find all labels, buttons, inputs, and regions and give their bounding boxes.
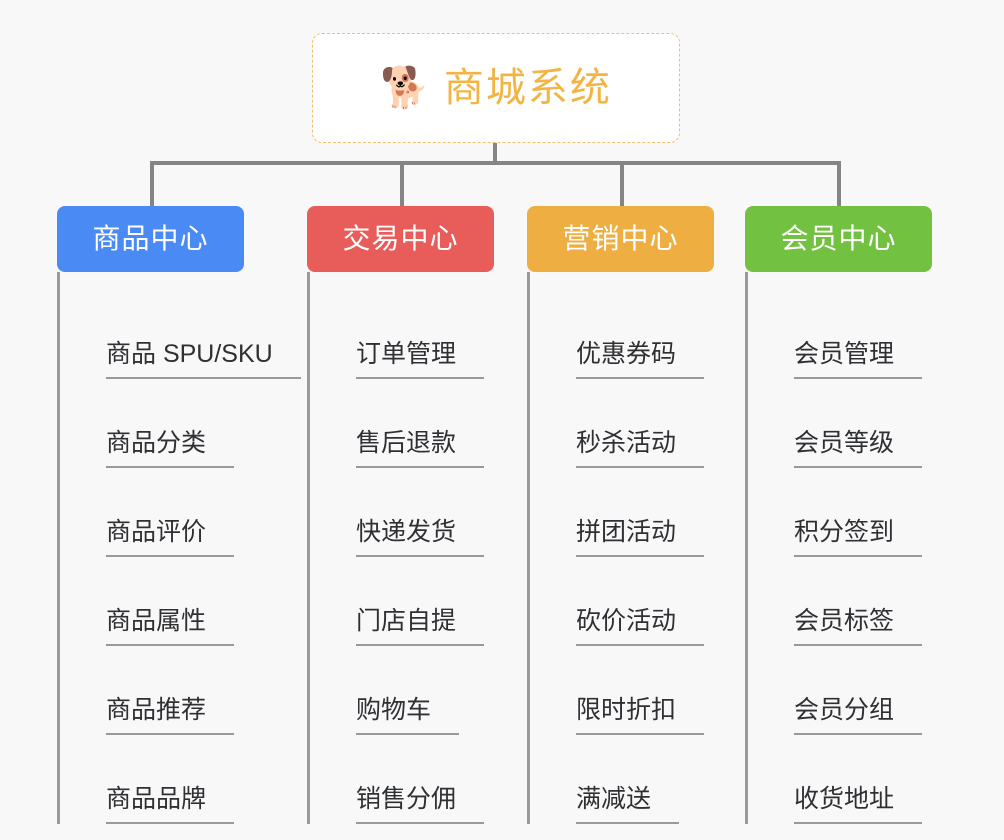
list-item[interactable]: 订单管理 (326, 290, 547, 379)
list-item-label: 商品推荐 (106, 695, 235, 735)
list-item[interactable]: 限时折扣 (546, 646, 767, 735)
list-item-label: 商品品牌 (106, 784, 235, 824)
category-label: 会员中心 (780, 223, 897, 254)
list-item[interactable]: 拼团活动 (546, 468, 767, 557)
leaf-list-product: 商品 SPU/SKU 商品分类 商品评价 商品属性 商品推荐 商品品牌 (57, 271, 301, 824)
list-item[interactable]: 砍价活动 (546, 557, 767, 646)
leaf-list-marketing: 优惠券码 秒杀活动 拼团活动 砍价活动 限时折扣 满减送 (527, 271, 767, 824)
list-item[interactable]: 购物车 (326, 646, 547, 735)
list-item[interactable]: 商品属性 (76, 557, 297, 646)
list-item[interactable]: 满减送 (546, 735, 767, 824)
list-item[interactable]: 销售分佣 (326, 735, 547, 824)
list-item-label: 商品属性 (106, 606, 235, 646)
leaf-list-trade: 订单管理 售后退款 快递发货 门店自提 购物车 销售分佣 (307, 271, 547, 824)
list-item-label: 收货地址 (794, 784, 923, 824)
list-item[interactable]: 门店自提 (326, 557, 547, 646)
list-item[interactable]: 快递发货 (326, 468, 547, 557)
leaf-list-member: 会员管理 会员等级 积分签到 会员标签 会员分组 收货地址 (745, 271, 985, 824)
list-item-label: 限时折扣 (576, 695, 705, 735)
list-item-label: 会员等级 (794, 428, 923, 468)
list-item-label: 砍价活动 (576, 606, 705, 646)
list-item-label: 门店自提 (356, 606, 485, 646)
category-header-trade[interactable]: 交易中心 (307, 206, 494, 272)
list-item-label: 会员分组 (794, 695, 923, 735)
list-item-label: 快递发货 (356, 517, 485, 557)
branch-column-marketing: 营销中心 优惠券码 秒杀活动 拼团活动 砍价活动 限时折扣 满减送 (527, 206, 767, 824)
list-item[interactable]: 商品品牌 (76, 735, 297, 824)
list-item[interactable]: 积分签到 (764, 468, 985, 557)
trunk-drop-connector-2 (400, 161, 404, 208)
trunk-drop-connector-1 (150, 161, 154, 208)
list-item[interactable]: 会员分组 (764, 646, 985, 735)
root-node[interactable]: 🐕 商城系统 (312, 33, 680, 143)
list-item-label: 会员标签 (794, 606, 923, 646)
category-header-product[interactable]: 商品中心 (57, 206, 244, 272)
list-item-label: 拼团活动 (576, 517, 705, 557)
list-item[interactable]: 商品 SPU/SKU (76, 290, 301, 379)
list-item-label: 商品 SPU/SKU (106, 339, 301, 379)
list-item-label: 商品分类 (106, 428, 235, 468)
list-item[interactable]: 商品评价 (76, 468, 297, 557)
trunk-drop-connector-4 (837, 161, 841, 208)
category-label: 商品中心 (92, 223, 209, 254)
category-label: 营销中心 (562, 223, 679, 254)
list-item[interactable]: 售后退款 (326, 379, 547, 468)
category-header-member[interactable]: 会员中心 (745, 206, 932, 272)
branch-column-member: 会员中心 会员管理 会员等级 积分签到 会员标签 会员分组 收货地址 (745, 206, 985, 824)
list-item-label: 满减送 (576, 784, 680, 824)
list-item[interactable]: 商品推荐 (76, 646, 297, 735)
list-item-label: 订单管理 (356, 339, 485, 379)
list-item-label: 积分签到 (794, 517, 923, 557)
list-item-label: 商品评价 (106, 517, 235, 557)
category-header-marketing[interactable]: 营销中心 (527, 206, 714, 272)
list-item[interactable]: 会员管理 (764, 290, 985, 379)
trunk-drop-connector-3 (620, 161, 624, 208)
list-item-label: 优惠券码 (576, 339, 705, 379)
list-item[interactable]: 收货地址 (764, 735, 985, 824)
list-item-label: 会员管理 (794, 339, 923, 379)
branch-column-product: 商品中心 商品 SPU/SKU 商品分类 商品评价 商品属性 商品推荐 商品品牌 (57, 206, 301, 824)
trunk-horizontal-connector (150, 161, 841, 165)
trunk-stem-connector (493, 143, 497, 164)
list-item-label: 秒杀活动 (576, 428, 705, 468)
list-item[interactable]: 会员等级 (764, 379, 985, 468)
list-item[interactable]: 商品分类 (76, 379, 297, 468)
root-title: 商城系统 (443, 66, 612, 110)
list-item-label: 销售分佣 (356, 784, 485, 824)
branch-column-trade: 交易中心 订单管理 售后退款 快递发货 门店自提 购物车 销售分佣 (307, 206, 547, 824)
shiba-inu-icon: 🐕 (380, 66, 430, 110)
list-item[interactable]: 秒杀活动 (546, 379, 767, 468)
list-item[interactable]: 会员标签 (764, 557, 985, 646)
category-label: 交易中心 (342, 223, 459, 254)
list-item[interactable]: 优惠券码 (546, 290, 767, 379)
list-item-label: 售后退款 (356, 428, 485, 468)
list-item-label: 购物车 (356, 695, 460, 735)
